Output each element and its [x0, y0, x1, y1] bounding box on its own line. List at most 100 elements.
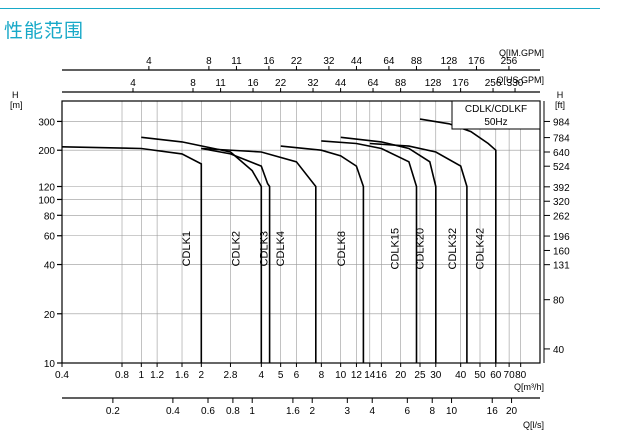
tick-label-q-m3h: 1.2 [150, 370, 164, 381]
axis-unit-h-m: [m] [10, 100, 23, 110]
curve-cdlk15 [321, 140, 418, 363]
tick-label-h-ft: 984 [553, 117, 570, 128]
curve-cdlk2 [141, 136, 263, 363]
axis-label-q-imgpm: Q[IM.GPM] [499, 48, 544, 58]
tick-label-q-usgpm: 128 [425, 78, 442, 89]
tick-label-h-ft: 320 [553, 197, 570, 208]
legend-line: 50Hz [484, 117, 507, 128]
tick-label-q-imgpm: 8 [206, 56, 212, 67]
tick-label-q-usgpm: 16 [247, 78, 259, 89]
tick-label-q-ls: 0.8 [226, 406, 240, 417]
tick-label-q-ls: 16 [487, 406, 499, 417]
pump-curves [61, 118, 497, 363]
tick-label-q-m3h: 70 [504, 370, 516, 381]
tick-label-q-ls: 10 [446, 406, 458, 417]
tick-label-q-ls: 0.6 [201, 406, 215, 417]
tick-label-h-m: 40 [44, 261, 56, 272]
tick-label-q-m3h: 1 [139, 370, 145, 381]
legend-line: CDLK/CDLKF [465, 104, 527, 115]
tick-label-q-m3h: 14 [364, 370, 376, 381]
tick-label-h-ft: 40 [553, 345, 565, 356]
tick-label-h-m: 300 [38, 117, 55, 128]
title-rule [0, 8, 600, 9]
label-cdlk15: CDLK15 [389, 228, 401, 270]
tick-label-q-m3h: 20 [395, 370, 407, 381]
tick-label-q-usgpm: 44 [335, 78, 347, 89]
label-cdlk42: CDLK42 [474, 228, 486, 270]
tick-label-h-ft: 524 [553, 162, 570, 173]
tick-label-q-m3h: 40 [455, 370, 467, 381]
tick-label-q-usgpm: 4 [130, 78, 136, 89]
tick-label-q-usgpm: 330 [507, 78, 524, 89]
tick-label-q-usgpm: 256 [485, 78, 502, 89]
tick-label-q-imgpm: 16 [263, 56, 275, 67]
tick-label-h-ft: 196 [553, 232, 570, 243]
legend-frame [451, 100, 541, 130]
tick-label-q-m3h: 5 [278, 370, 284, 381]
tick-label-q-imgpm: 32 [323, 56, 335, 67]
label-cdlk20: CDLK20 [414, 228, 426, 270]
tick-label-h-m: 10 [44, 359, 56, 370]
grid [62, 101, 540, 364]
tick-label-q-m3h: 1.6 [175, 370, 189, 381]
axis-label-h-m: H [12, 90, 19, 100]
tick-label-q-imgpm: 128 [441, 56, 458, 67]
curve-cdlk4 [201, 147, 317, 363]
tick-label-h-ft: 131 [553, 261, 570, 272]
legend-box: CDLK/CDLKF 50Hz [451, 100, 541, 130]
tick-label-q-ls: 6 [405, 406, 411, 417]
tick-label-h-ft: 392 [553, 183, 570, 194]
tick-label-q-usgpm: 64 [367, 78, 379, 89]
tick-label-q-imgpm: 44 [351, 56, 363, 67]
label-cdlk2: CDLK2 [230, 231, 242, 266]
tick-label-q-m3h: 0.8 [115, 370, 129, 381]
tick-label-q-imgpm: 4 [146, 56, 152, 67]
curve-cdlk20 [340, 136, 437, 363]
tick-label-q-m3h: 50 [474, 370, 486, 381]
label-cdlk4: CDLK4 [275, 231, 287, 266]
curve-cdlk32 [369, 142, 468, 363]
tick-label-q-m3h: 25 [414, 370, 426, 381]
axis-label-q-m3h: Q[m³/h] [514, 382, 544, 392]
tick-label-q-m3h: 60 [490, 370, 502, 381]
tick-label-h-m: 80 [44, 211, 56, 222]
label-cdlk1: CDLK1 [181, 231, 193, 266]
tick-label-q-m3h: 8 [319, 370, 325, 381]
tick-label-h-ft: 640 [553, 148, 570, 159]
tick-label-q-m3h: 12 [351, 370, 363, 381]
tick-label-q-imgpm: 64 [383, 56, 395, 67]
curve-cdlk8 [280, 145, 365, 363]
tick-label-h-ft: 784 [553, 134, 570, 145]
tick-label-q-ls: 1 [249, 406, 255, 417]
curve-cdlk1 [61, 146, 203, 363]
tick-label-q-m3h: 0.4 [55, 370, 69, 381]
axis-label-q-usgpm: Q[US.GPM] [496, 75, 544, 85]
tick-label-q-usgpm: 11 [215, 78, 226, 89]
axis-label-h-ft: H [557, 90, 564, 100]
tick-label-q-ls: 0.2 [106, 406, 120, 417]
axis-label-q-ls: Q[l/s] [523, 420, 544, 430]
tick-label-q-imgpm: 176 [468, 56, 485, 67]
page-title: 性能范围 [4, 20, 85, 42]
tick-label-h-m: 20 [44, 310, 56, 321]
label-cdlk32: CDLK32 [447, 228, 459, 270]
tick-label-q-m3h: 80 [515, 370, 527, 381]
tick-label-q-ls: 3 [345, 406, 351, 417]
tick-label-h-ft: 80 [553, 296, 565, 307]
tick-label-q-usgpm: 22 [275, 78, 287, 89]
tick-label-q-usgpm: 88 [395, 78, 407, 89]
tick-label-q-imgpm: 88 [411, 56, 423, 67]
tick-label-q-m3h: 4 [259, 370, 265, 381]
axis-unit-h-ft: [ft] [555, 100, 565, 110]
curve-cdlk3 [201, 147, 271, 363]
tick-label-q-ls: 1.6 [286, 406, 300, 417]
tick-label-q-m3h: 2 [199, 370, 205, 381]
tick-label-q-usgpm: 32 [307, 78, 319, 89]
tick-label-q-ls: 20 [506, 406, 518, 417]
tick-label-q-m3h: 10 [335, 370, 347, 381]
curve-cdlk42 [419, 118, 497, 363]
tick-label-q-imgpm: 22 [291, 56, 303, 67]
